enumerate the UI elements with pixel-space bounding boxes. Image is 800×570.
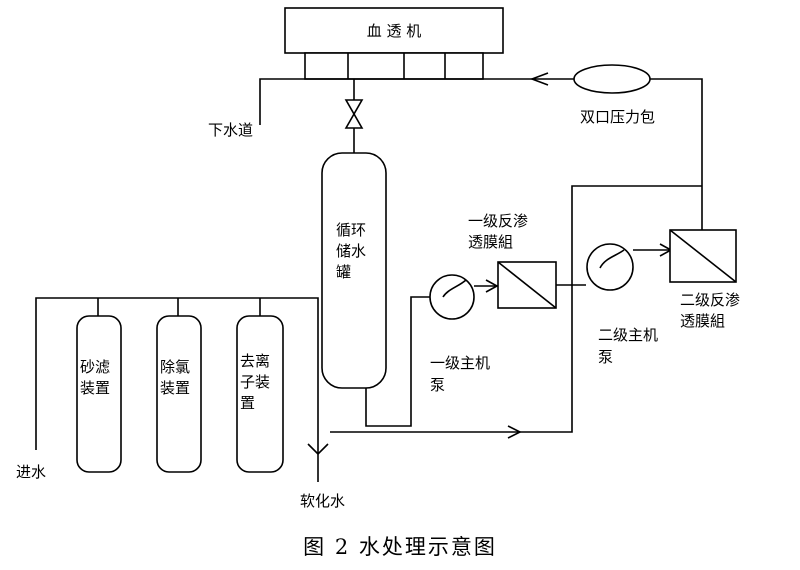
- storage-tank-label-2: 储水: [336, 242, 366, 260]
- inlet-header: [35, 297, 319, 454]
- ro1-label-1: 一级反渗: [468, 212, 528, 230]
- dechlorination-label-1: 除氯: [160, 358, 190, 376]
- pump1-label-1: 一级主机: [430, 354, 490, 372]
- flow-arrow: [485, 279, 499, 293]
- pump2-label-2: 泵: [598, 348, 613, 366]
- dialysis-machine-label: 血 透 机: [367, 22, 422, 40]
- dialysis-machine-ports: [304, 52, 484, 80]
- ro1-label-2: 透膜組: [468, 233, 513, 251]
- pump2-label-1: 二级主机: [598, 326, 658, 344]
- pump2-icon: [586, 243, 634, 291]
- pressure-tank: [573, 64, 651, 94]
- return-line: [259, 78, 703, 230]
- valve-lower: [344, 112, 364, 129]
- sand-filter: [76, 315, 122, 473]
- bypass-line: [330, 185, 702, 433]
- pump1-label-2: 泵: [430, 376, 445, 394]
- pipe-tank-to-pump1: [365, 296, 430, 427]
- ro1-membrane-diagonal: [497, 261, 557, 309]
- softened-water-label: 软化水: [300, 492, 345, 510]
- dechlorination-unit: [156, 315, 202, 473]
- ro2-label-2: 透膜組: [680, 312, 725, 330]
- sand-filter-label-2: 装置: [80, 379, 110, 397]
- drain-label: 下水道: [208, 121, 253, 139]
- storage-tank-label-1: 循环: [336, 221, 366, 239]
- sand-filter-label-1: 砂滤: [80, 358, 110, 376]
- pump1-icon: [429, 274, 475, 320]
- pump1-impeller: [442, 279, 467, 298]
- deionization-label-3: 置: [240, 394, 255, 412]
- deionization-label-2: 子装: [240, 373, 270, 391]
- deionization-unit: [236, 315, 284, 473]
- valve-upper: [344, 99, 364, 116]
- dechlorination-label-2: 装置: [160, 379, 190, 397]
- inlet-label: 进水: [16, 463, 46, 481]
- storage-tank-label-3: 罐: [336, 263, 351, 281]
- ro2-membrane-diagonal: [669, 229, 737, 283]
- storage-tank: [321, 152, 387, 389]
- pump2-impeller: [599, 249, 625, 269]
- flow-arrow: [529, 72, 549, 86]
- dialysis-machine-box: [284, 7, 504, 54]
- flow-arrow: [507, 425, 522, 439]
- ro2-label-1: 二级反渗: [680, 291, 740, 309]
- figure-caption: 图 2 水处理示意图: [303, 535, 497, 559]
- deionization-label-1: 去离: [240, 352, 270, 370]
- pressure-tank-label: 双口压力包: [580, 108, 655, 126]
